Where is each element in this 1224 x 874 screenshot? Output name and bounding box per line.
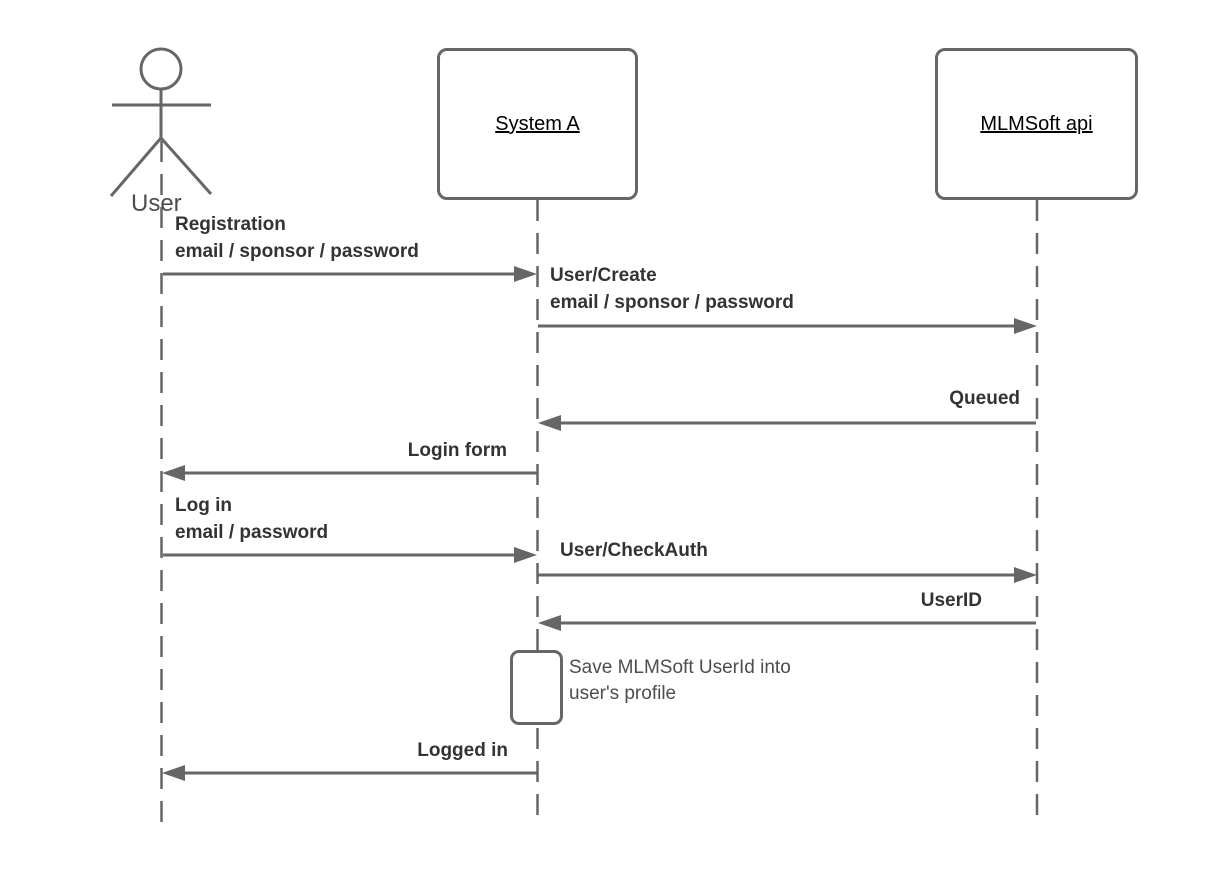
actor-user-label: User [131,190,182,217]
arrow-login-form [162,465,537,481]
actor-leg-right [159,137,213,195]
arrow-user-check-auth [538,567,1037,583]
message-label-log-in: Log in email / password [175,495,329,543]
arrow-registration [163,266,537,282]
message-label-user-id: UserID [920,590,982,611]
actor-user-figure [109,47,213,197]
arrow-logged-in [162,765,537,781]
arrow-user-id [538,615,1036,631]
arrow-queued [538,415,1036,431]
participant-system-a-label: System A [495,112,580,135]
actor-head [139,47,183,91]
arrow-log-in [163,547,537,563]
participant-system-a: System A [437,48,638,200]
message-label-user-check-auth: User/CheckAuth [560,540,708,561]
activation-box-system-a [510,650,563,725]
arrow-user-create [538,318,1037,334]
message-label-logged-in: Logged in [417,740,508,761]
message-label-login-form: Login form [407,440,507,461]
message-label-registration: Registration email / sponsor / password [175,214,419,262]
actor-leg-left [109,137,163,197]
message-label-user-create: User/Create email / sponsor / password [550,265,794,313]
note-save-userid: Save MLMSoft UserId into user's profile [569,657,791,704]
participant-mlmsoft-api-label: MLMSoft api [980,112,1093,135]
participant-mlmsoft-api: MLMSoft api [935,48,1138,200]
message-label-queued: Queued [949,388,1020,409]
